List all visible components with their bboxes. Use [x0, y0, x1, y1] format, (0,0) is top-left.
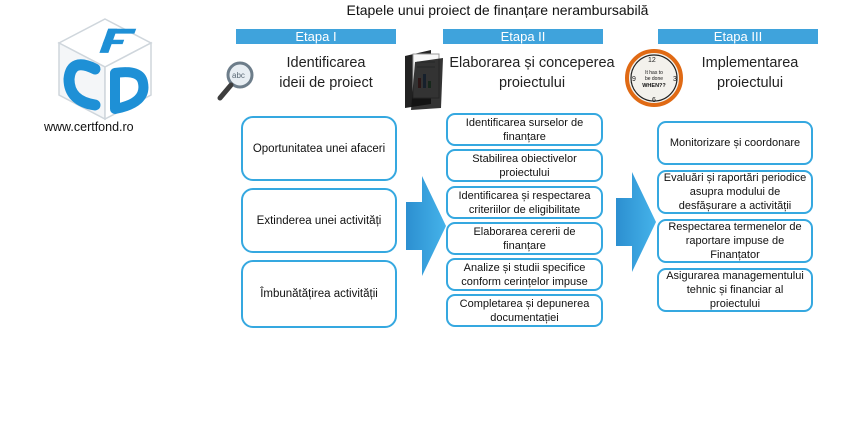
- stage-2-item: Stabilirea obiectivelor proiectului: [446, 149, 603, 182]
- stage-3-item: Evaluări și raportări periodice asupra m…: [657, 170, 813, 214]
- svg-text:3: 3: [673, 76, 677, 83]
- stage-2-item: Completarea și depunerea documentației: [446, 294, 603, 327]
- svg-text:6: 6: [652, 97, 656, 104]
- stage-2-item: Identificarea și respectarea criteriilor…: [446, 186, 603, 219]
- folder-document-icon: [401, 48, 445, 110]
- clock-text-3: WHEN??: [642, 83, 666, 89]
- svg-text:9: 9: [632, 76, 636, 83]
- website-url[interactable]: www.certfond.ro: [44, 120, 134, 134]
- certfond-logo: [55, 17, 155, 121]
- page-title: Etapele unui proiect de finanțare neramb…: [346, 2, 649, 18]
- stage-3-bar: Etapa III: [658, 29, 818, 44]
- stage-1-bar: Etapa I: [236, 29, 396, 44]
- svg-text:abc: abc: [232, 71, 245, 80]
- stage-3-item: Monitorizare și coordonare: [657, 121, 813, 165]
- clock-text-1: It has to: [645, 70, 663, 76]
- stage-3-item: Respectarea termenelor de raportare impu…: [657, 219, 813, 263]
- clock-icon: 12 3 6 9 It has to be done WHEN??: [624, 48, 684, 108]
- arrow-right-icon: [404, 174, 448, 278]
- stage-3-item: Asigurarea managementului tehnic și fina…: [657, 268, 813, 312]
- arrow-right-icon: [614, 170, 658, 274]
- svg-text:12: 12: [648, 57, 656, 64]
- magnifier-icon: abc: [216, 58, 260, 104]
- clock-text-2: be done: [645, 76, 663, 82]
- stage-1-item: Îmbunătățirea activității: [241, 260, 397, 328]
- stage-1-item: Extinderea unei activități: [241, 188, 397, 253]
- stage-2-bar: Etapa II: [443, 29, 603, 44]
- stage-2-item: Elaborarea cererii de finanțare: [446, 222, 603, 255]
- stage-2-item: Analize și studii specifice conform ceri…: [446, 258, 603, 291]
- stage-1-item: Oportunitatea unei afaceri: [241, 116, 397, 181]
- stage-2-item: Identificarea surselor de finanțare: [446, 113, 603, 146]
